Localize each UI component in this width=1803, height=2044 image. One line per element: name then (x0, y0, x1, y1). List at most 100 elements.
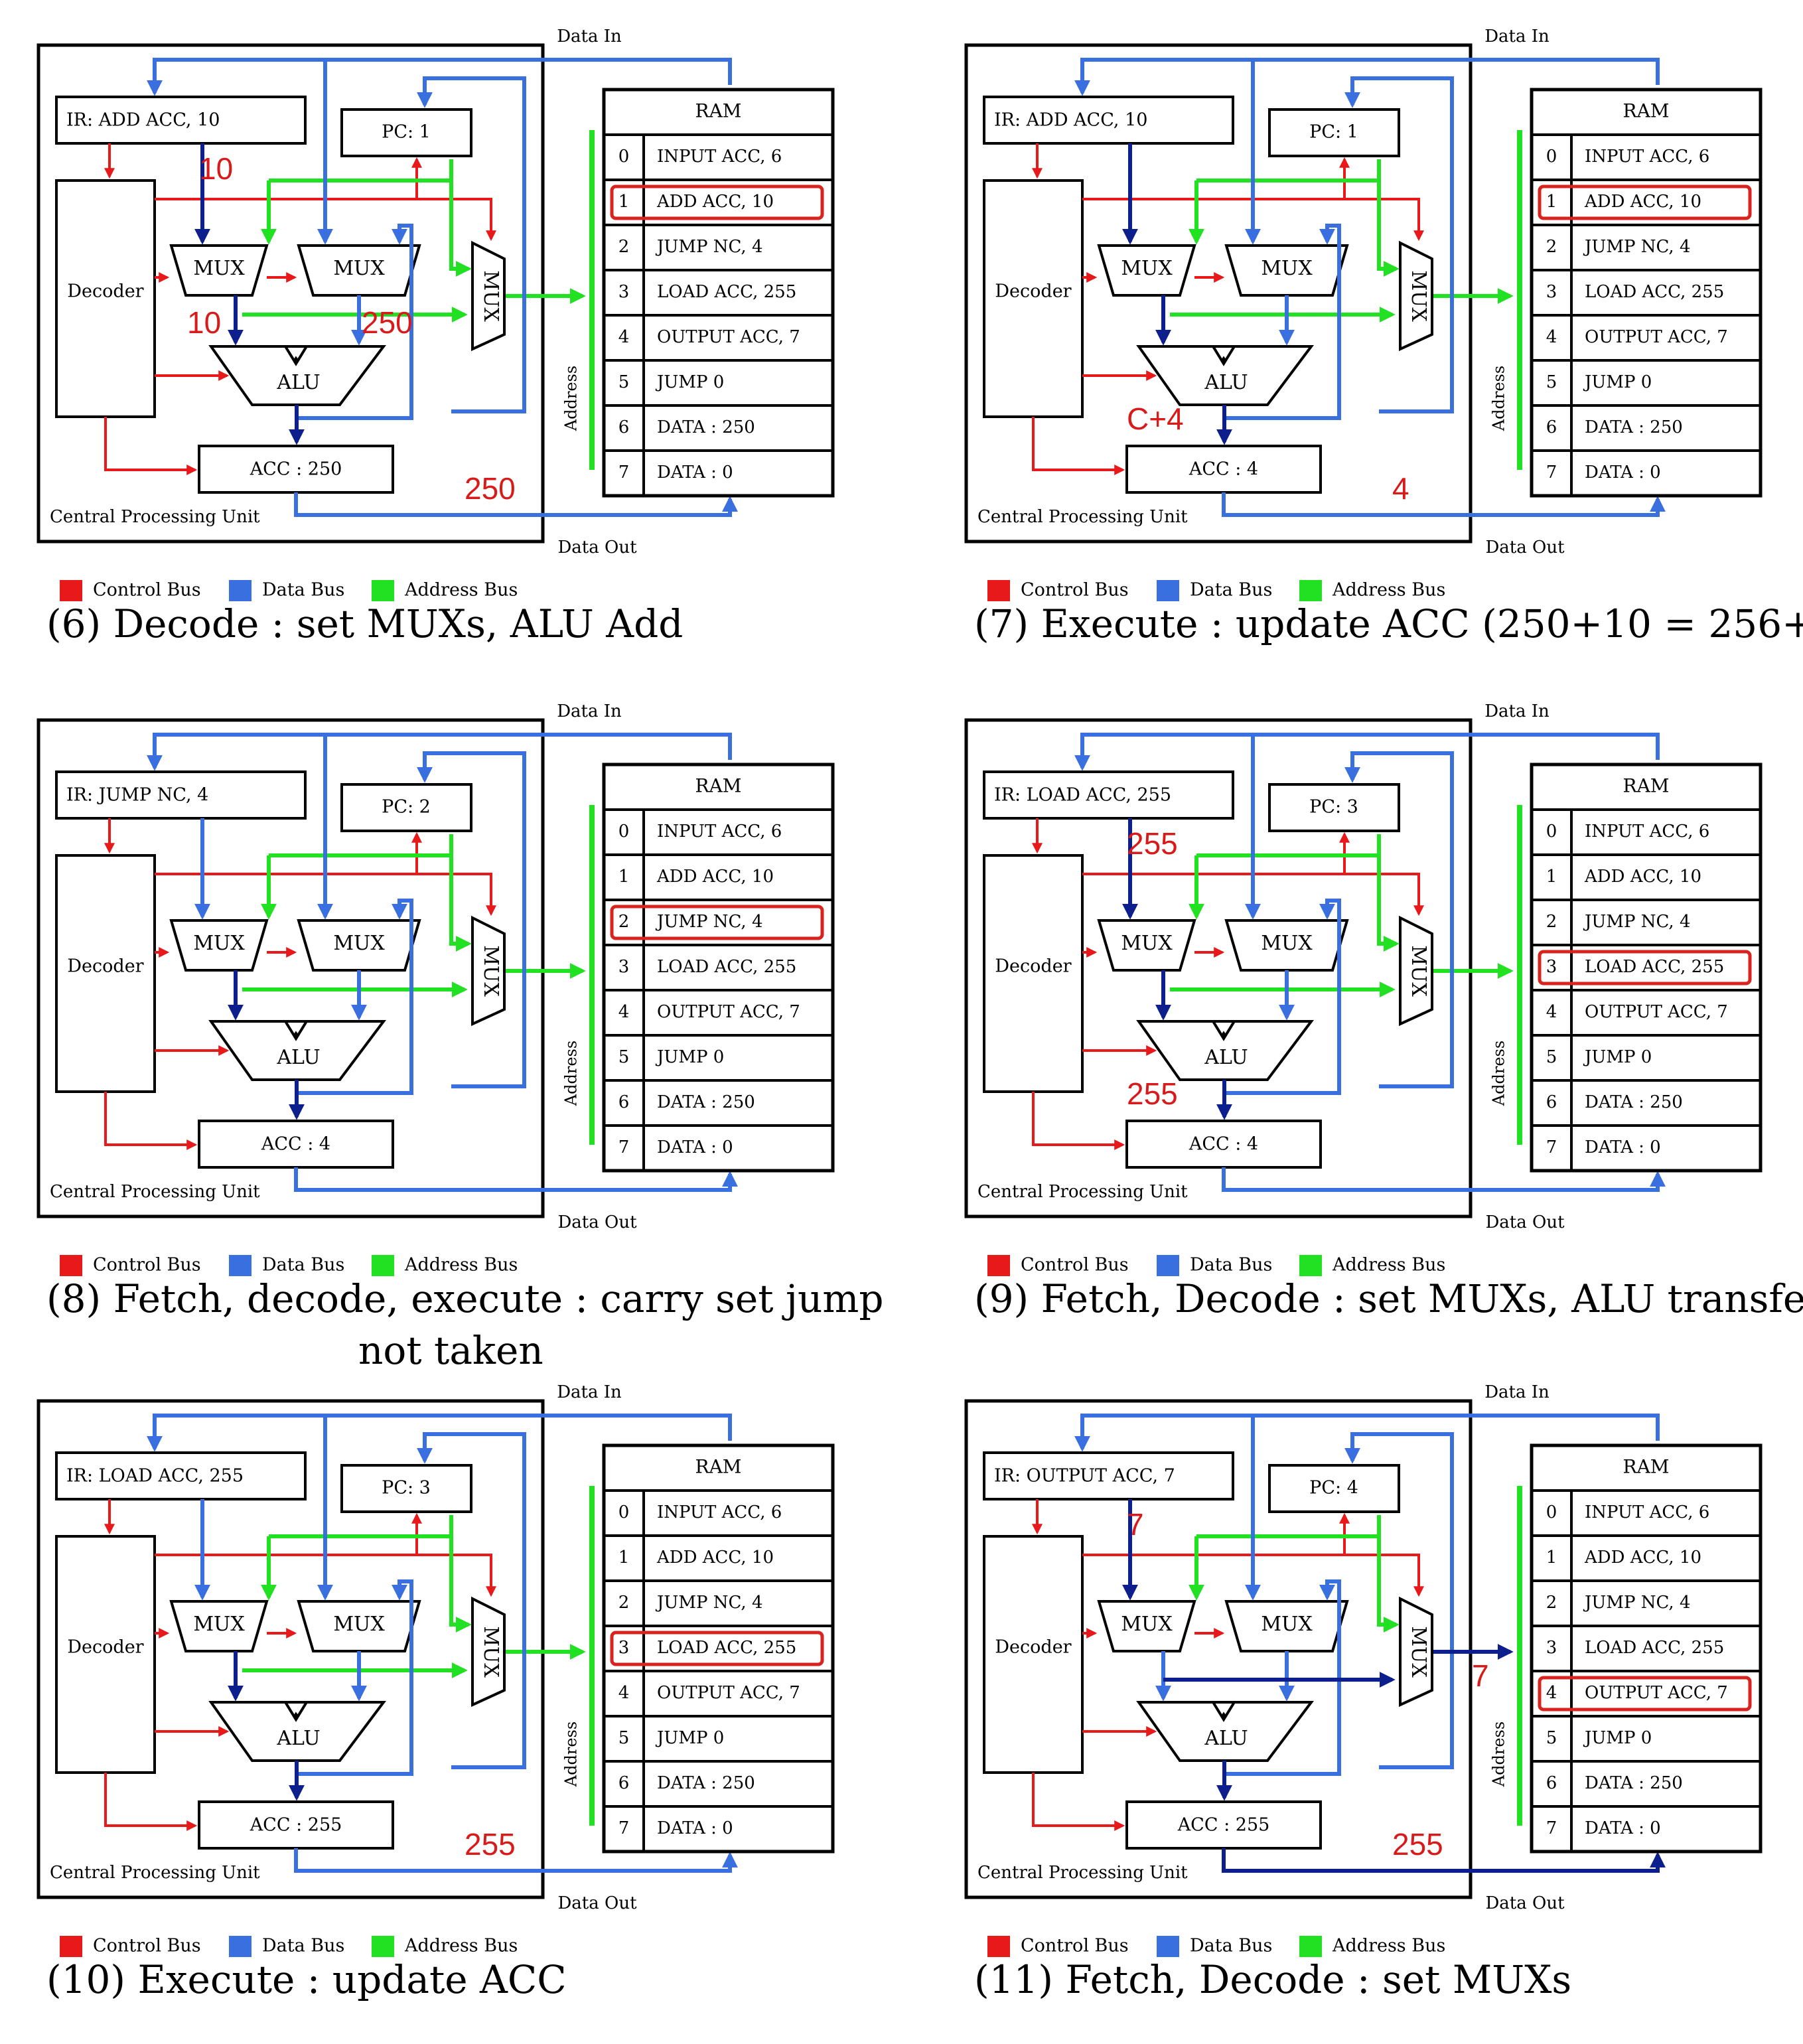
ram-content: OUTPUT ACC, 7 (1585, 327, 1728, 347)
data-line (1344, 76, 1454, 413)
data-in-label: Data In (1484, 27, 1550, 46)
ram-content: OUTPUT ACC, 7 (657, 1002, 800, 1022)
mux-address (1399, 1596, 1433, 1708)
ram-content: ADD ACC, 10 (1584, 867, 1701, 887)
mux-right (1224, 244, 1349, 297)
legend-label: Control Bus (93, 580, 201, 601)
decoder-label: Decoder (67, 1637, 143, 1658)
ram-address: 7 (1546, 1137, 1557, 1157)
ram-content: DATA : 250 (1585, 417, 1683, 437)
mux-left (169, 1600, 269, 1652)
mux-left (169, 919, 269, 972)
ram-table (1530, 1443, 1763, 1854)
ram-content: JUMP 0 (1583, 1047, 1652, 1067)
legend-label: Control Bus (93, 1255, 201, 1276)
ram-address: 4 (1546, 327, 1557, 347)
cpu-box (964, 718, 1473, 1218)
ram-title: RAM (695, 100, 742, 122)
ram-content: JUMP NC, 4 (655, 1593, 763, 1613)
data-line (147, 1414, 732, 1452)
pc-label: PC: 1 (382, 122, 431, 143)
legend-swatch (60, 580, 82, 601)
data-line (417, 76, 526, 413)
address-line (269, 1515, 453, 1538)
pc-label: PC: 3 (382, 1478, 431, 1498)
acc-label: ACC : 4 (261, 1134, 330, 1155)
ram-address: 2 (618, 1593, 630, 1613)
control-line (1032, 1773, 1125, 1831)
ram-highlight (1538, 950, 1752, 986)
address-line (1196, 159, 1381, 183)
ram-content: INPUT ACC, 6 (1585, 147, 1709, 167)
ram-address: 7 (618, 1818, 630, 1838)
address-label: Address (562, 366, 581, 431)
data-in-label: Data In (1484, 1382, 1550, 1402)
caption: (11) Fetch, Decode : set MUXs (974, 1957, 1571, 2002)
mux-address-label: MUX (479, 945, 502, 997)
ram-address: 2 (1546, 912, 1557, 932)
ram-highlight (610, 184, 824, 220)
ir-label: IR: LOAD ACC, 255 (66, 1466, 244, 1487)
mux-left-label: MUX (1121, 932, 1173, 955)
data-out-label: Data Out (1485, 1893, 1565, 1913)
alu-label: ALU (276, 371, 320, 394)
ram-content: LOAD ACC, 255 (657, 1638, 796, 1658)
data-line (295, 224, 413, 420)
mux-right-label: MUX (333, 257, 385, 280)
ram-address: 7 (1546, 463, 1557, 482)
ram-title: RAM (695, 775, 742, 797)
decoder-block (55, 1535, 156, 1774)
ram-address: 3 (618, 1638, 630, 1658)
alu-outline (1136, 345, 1314, 406)
ir-label: IR: ADD ACC, 10 (66, 110, 220, 131)
ram-address: 0 (1546, 147, 1557, 167)
legend-swatch (372, 1255, 394, 1276)
ram-highlight (1538, 184, 1752, 220)
mux-left (1097, 1600, 1196, 1652)
caption: (10) Execute : update ACC (46, 1957, 567, 2002)
decoder-block (983, 854, 1084, 1093)
value-annotation: 7 (1472, 1658, 1489, 1693)
ram-content: JUMP 0 (1583, 372, 1652, 392)
ram-title: RAM (1623, 100, 1670, 122)
ram-address: 4 (1546, 1002, 1557, 1022)
pc-label: PC: 3 (1309, 797, 1358, 818)
ram-highlight (610, 1631, 824, 1666)
ram-address: 3 (1546, 282, 1557, 302)
data-line (294, 1848, 738, 1873)
ram-table (602, 1443, 835, 1854)
data-in-label: Data In (557, 27, 622, 46)
decoder-label: Decoder (995, 281, 1071, 302)
data-line (295, 1579, 413, 1776)
data-line (417, 751, 526, 1088)
caption: not taken (358, 1328, 543, 1373)
ir-register (983, 1451, 1234, 1500)
data-line (147, 58, 732, 96)
cpu-label: Central Processing Unit (50, 1863, 260, 1883)
pc-label: PC: 4 (1309, 1478, 1358, 1498)
ram-address: 4 (618, 1002, 630, 1022)
ram-content: INPUT ACC, 6 (657, 147, 782, 167)
ram-address: 6 (618, 1092, 630, 1112)
ram-table (602, 88, 835, 498)
ir-register (55, 770, 307, 820)
acc-register (1125, 445, 1322, 494)
cpu-label: Central Processing Unit (977, 1182, 1188, 1202)
alu-label: ALU (1204, 1046, 1248, 1069)
legend-swatch (987, 1255, 1010, 1276)
data-line (1223, 899, 1341, 1095)
legend-swatch (229, 580, 252, 601)
address-line (1196, 1515, 1381, 1538)
alu-label: ALU (1204, 371, 1248, 394)
data-line (147, 733, 732, 771)
mux-right (1224, 919, 1349, 972)
value-annotation: 255 (1127, 826, 1178, 861)
ram-content: LOAD ACC, 255 (657, 957, 796, 977)
decoder-label: Decoder (995, 956, 1071, 977)
value-annotation: C+4 (1127, 402, 1184, 436)
ram-content: JUMP 0 (655, 1047, 724, 1067)
ram-address: 1 (618, 867, 630, 887)
decoder-label: Decoder (67, 281, 143, 302)
acc-register (198, 1120, 394, 1169)
